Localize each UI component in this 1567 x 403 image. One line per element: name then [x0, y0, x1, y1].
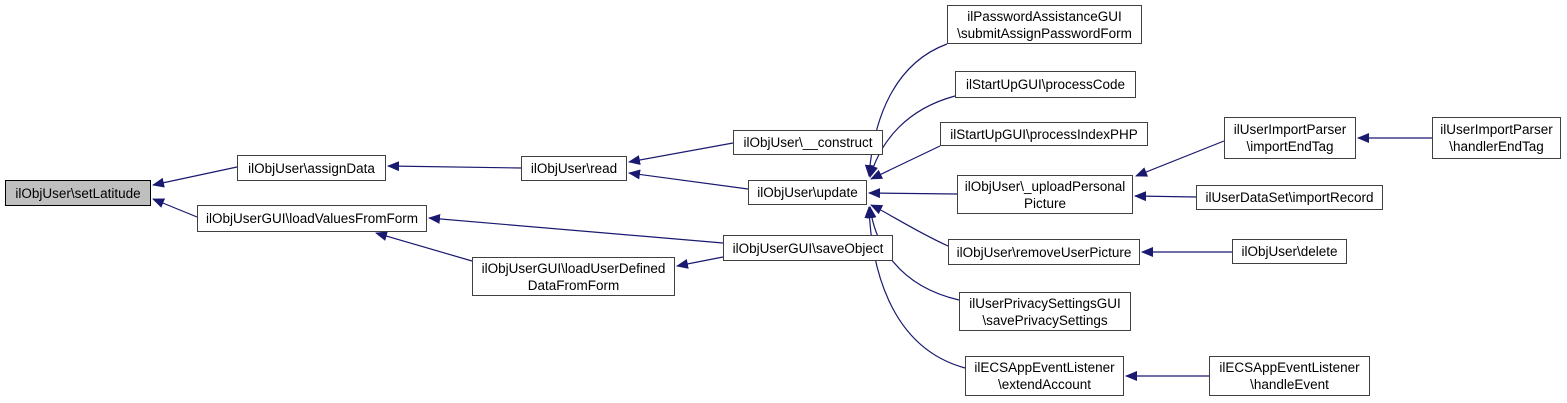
node-label: ilUserImportParser — [1233, 122, 1347, 137]
node-label: \handleEvent — [1250, 377, 1329, 392]
node-label: ilObjUser\setLatitude — [15, 185, 141, 201]
node-label: ilObjUser\_uploadPersonal — [964, 178, 1126, 194]
edge-assign-data--set-latitude — [152, 166, 238, 188]
node-extend-account[interactable]: ilECSAppEventListener \extendAccount — [965, 356, 1124, 396]
node-label: ilUserDataSet\importRecord — [1205, 190, 1374, 205]
node-label: ilObjUser\removeUserPicture — [956, 244, 1132, 260]
node-label: \savePrivacySettings — [982, 312, 1108, 328]
edge-save-object--load-user-defined-data-from-form — [676, 256, 724, 269]
node-label: ilObjUser\update — [757, 185, 858, 200]
edge-submit-assign-password-form--update — [864, 43, 948, 177]
edge-import-record--upload-personal-picture — [1134, 191, 1197, 202]
edge-update--read — [628, 169, 749, 190]
edge-upload-personal-picture--update — [868, 188, 958, 199]
node-label: ilUserImportParser — [1440, 122, 1553, 137]
node-update[interactable]: ilObjUser\update — [748, 180, 867, 205]
node-label: ilObjUser\delete — [1241, 244, 1338, 259]
node-submit-assign-password-form[interactable]: ilPasswordAssistanceGUI\submitAssignPass… — [947, 5, 1142, 44]
node-label: ilECSAppEventListener — [1219, 360, 1360, 375]
node-label: Picture — [1023, 195, 1067, 211]
node-label: ilObjUser\__construct — [743, 135, 873, 150]
node-save-object[interactable]: ilObjUserGUI\saveObject — [723, 235, 893, 261]
node-label: ilStartUpGUI\processIndexPHP — [950, 126, 1138, 142]
node-load-values-from-form[interactable]: ilObjUserGUI\loadValuesFromForm — [197, 205, 427, 232]
node-label: ilObjUser\assignData — [248, 160, 375, 176]
edge-construct--read — [628, 142, 734, 165]
node-process-code[interactable]: ilStartUpGUI\processCode — [955, 71, 1136, 98]
node-label: ilPasswordAssistanceGUI — [967, 8, 1122, 24]
edge-import-end-tag--upload-personal-picture — [1135, 140, 1225, 177]
node-remove-user-picture[interactable]: ilObjUser\removeUserPicture — [948, 239, 1140, 265]
node-label: \handlerEndTag — [1449, 139, 1544, 154]
node-label: ilObjUser\read — [530, 161, 618, 176]
node-handler-end-tag[interactable]: ilUserImportParser \handlerEndTag — [1432, 117, 1561, 159]
node-label: \extendAccount — [997, 377, 1092, 392]
edge-process-index-php--update — [870, 145, 941, 180]
node-label: ilObjUserGUI\loadUserDefined — [481, 260, 666, 276]
node-import-end-tag[interactable]: ilUserImportParser \importEndTag — [1224, 117, 1356, 159]
node-label: DataFromForm — [527, 277, 620, 293]
node-assign-data[interactable]: ilObjUser\assignData — [237, 155, 386, 181]
node-process-index-php[interactable]: ilStartUpGUI\processIndexPHP — [940, 122, 1148, 146]
node-import-record[interactable]: ilUserDataSet\importRecord — [1196, 185, 1383, 210]
edge-load-values-from-form--set-latitude — [152, 198, 198, 218]
edge-process-code--update — [868, 95, 956, 178]
edge-extend-account--update — [864, 206, 966, 369]
node-read[interactable]: ilObjUser\read — [521, 156, 627, 181]
edge-save-privacy-settings--update — [866, 206, 960, 301]
node-label: ilStartUpGUI\processCode — [965, 77, 1126, 92]
node-label: \submitAssignPasswordForm — [957, 25, 1132, 41]
node-set-latitude: ilObjUser\setLatitude — [5, 180, 151, 206]
node-construct[interactable]: ilObjUser\__construct — [733, 130, 883, 155]
edge-save-object--load-values-from-form — [428, 213, 724, 244]
node-label: \importEndTag — [1246, 139, 1334, 154]
node-label: ilUserPrivacySettingsGUI — [969, 295, 1121, 311]
edge-read--assign-data — [387, 161, 522, 172]
node-label: ilObjUserGUI\saveObject — [732, 240, 884, 256]
node-label: ilECSAppEventListener — [974, 360, 1115, 375]
edge-load-user-defined-data-from-form--load-values-from-form — [375, 231, 473, 262]
node-delete[interactable]: ilObjUser\delete — [1232, 239, 1347, 264]
node-save-privacy-settings[interactable]: ilUserPrivacySettingsGUI\savePrivacySett… — [959, 292, 1131, 331]
node-handle-event[interactable]: ilECSAppEventListener \handleEvent — [1209, 356, 1370, 396]
node-label: ilObjUserGUI\loadValuesFromForm — [205, 211, 419, 226]
